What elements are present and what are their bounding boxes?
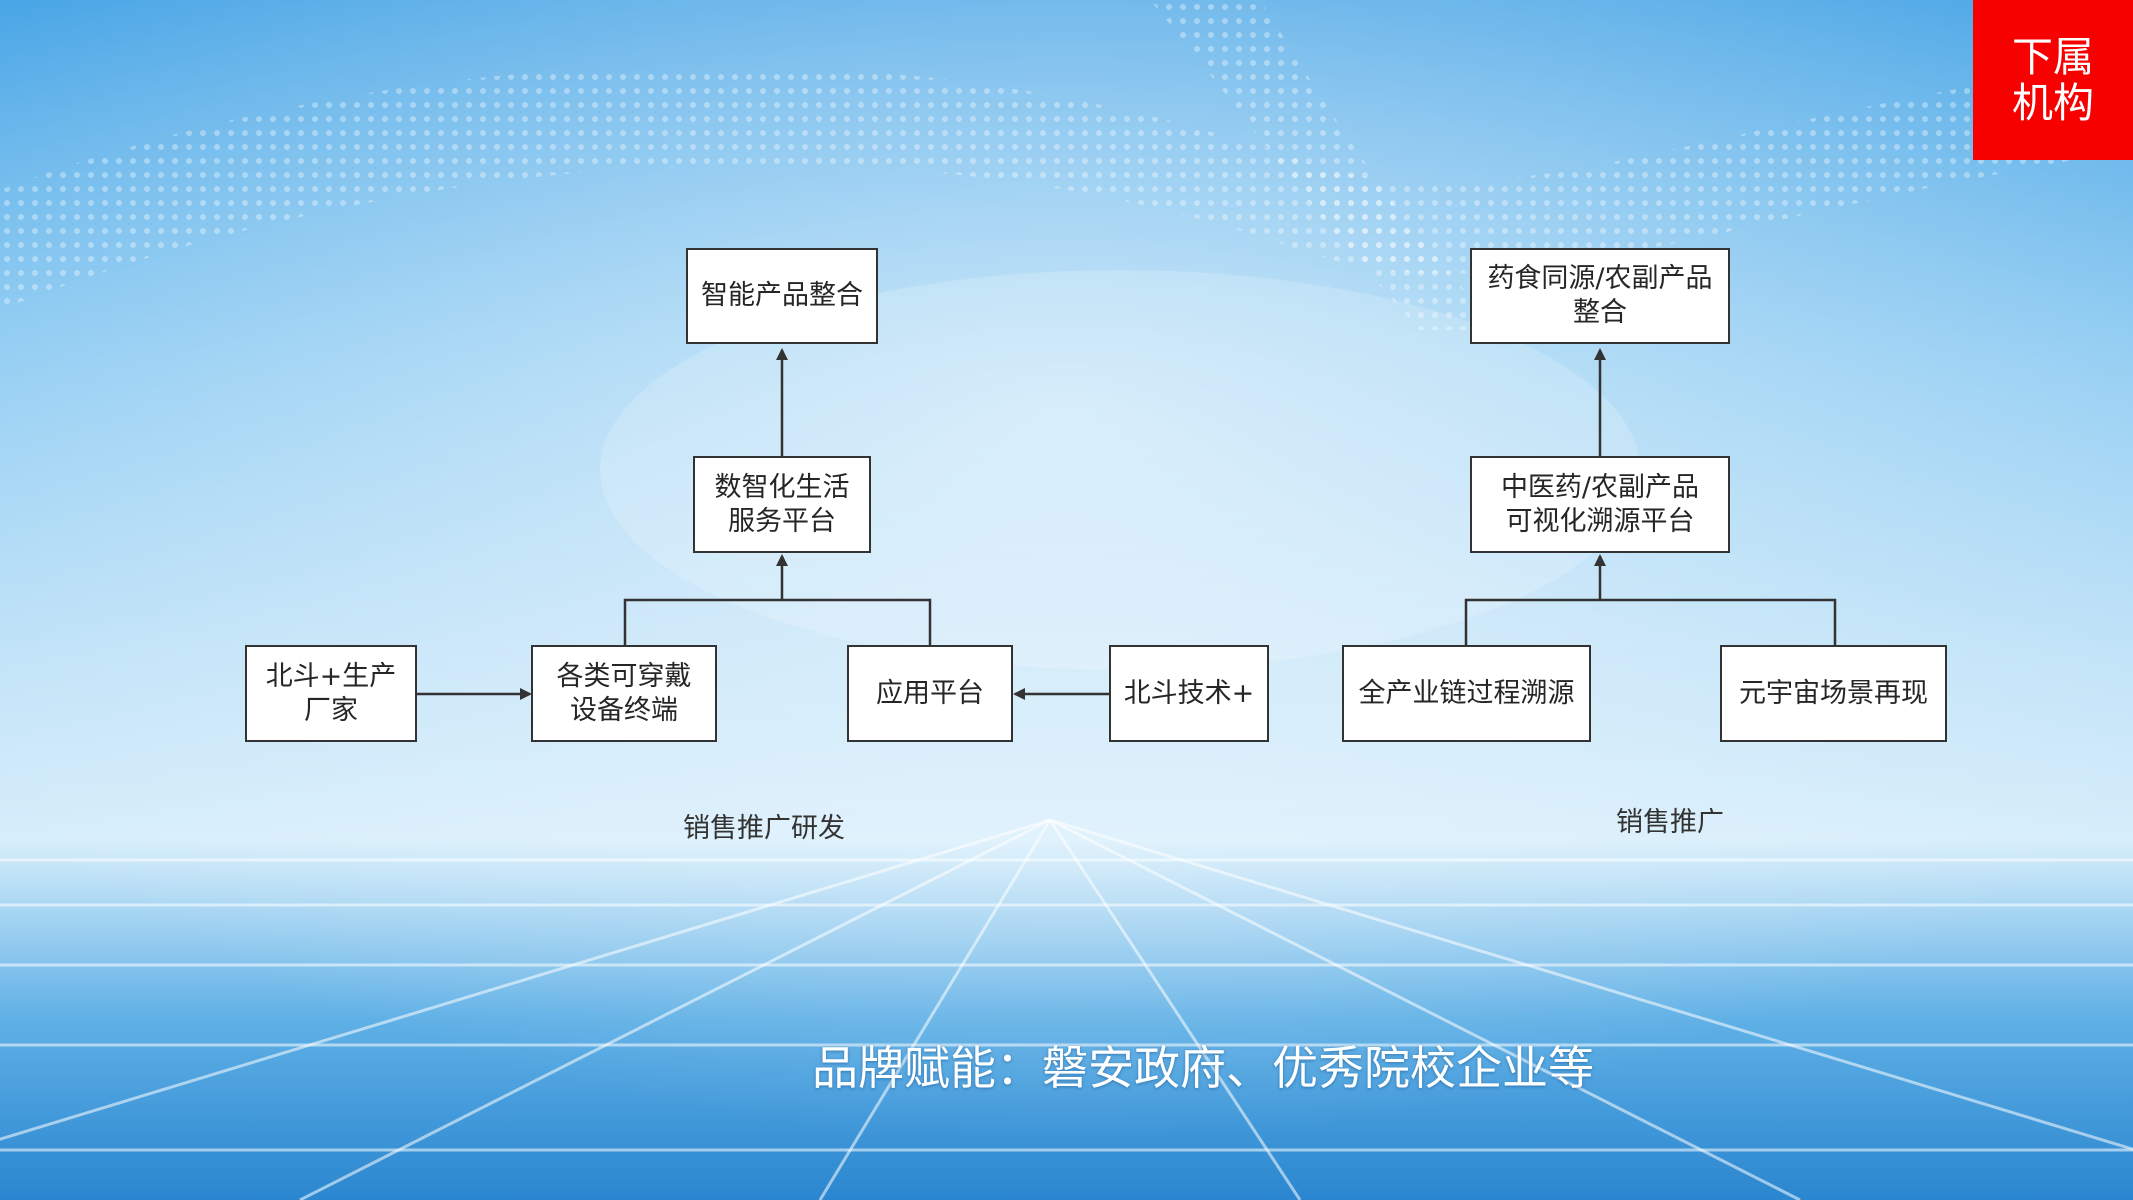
box-beidou-technology: 北斗技术+ xyxy=(1109,645,1269,742)
subsidiary-badge[interactable]: 下属 机构 xyxy=(1973,0,2133,160)
box-wearable-devices: 各类可穿戴 设备终端 xyxy=(531,645,717,742)
box-full-chain-trace: 全产业链过程溯源 xyxy=(1342,645,1591,742)
brand-empowerment-text: 品牌赋能：磐安政府、优秀院校企业等 xyxy=(812,1041,1594,1095)
caption-sales-promotion-rd: 销售推广研发 xyxy=(683,813,845,844)
box-application-platform: 应用平台 xyxy=(847,645,1013,742)
floor-grid xyxy=(0,818,2133,1200)
caption-sales-promotion: 销售推广 xyxy=(1616,807,1724,838)
merge-line-left xyxy=(623,598,932,645)
box-food-medicine-integration: 药食同源/农副产品 整合 xyxy=(1470,248,1730,344)
merge-line-right xyxy=(1464,598,1837,645)
world-map-silhouette xyxy=(600,270,1640,670)
box-traceability-platform: 中医药/农副产品 可视化溯源平台 xyxy=(1470,456,1730,553)
box-metaverse-scene: 元宇宙场景再现 xyxy=(1720,645,1947,742)
box-smart-product-integration: 智能产品整合 xyxy=(686,248,878,344)
dot-wave-band xyxy=(0,60,2133,310)
box-digital-life-platform: 数智化生活 服务平台 xyxy=(693,456,871,553)
box-beidou-manufacturer: 北斗+生产 厂家 xyxy=(245,645,417,742)
dot-wave-band-2 xyxy=(1150,0,1500,330)
